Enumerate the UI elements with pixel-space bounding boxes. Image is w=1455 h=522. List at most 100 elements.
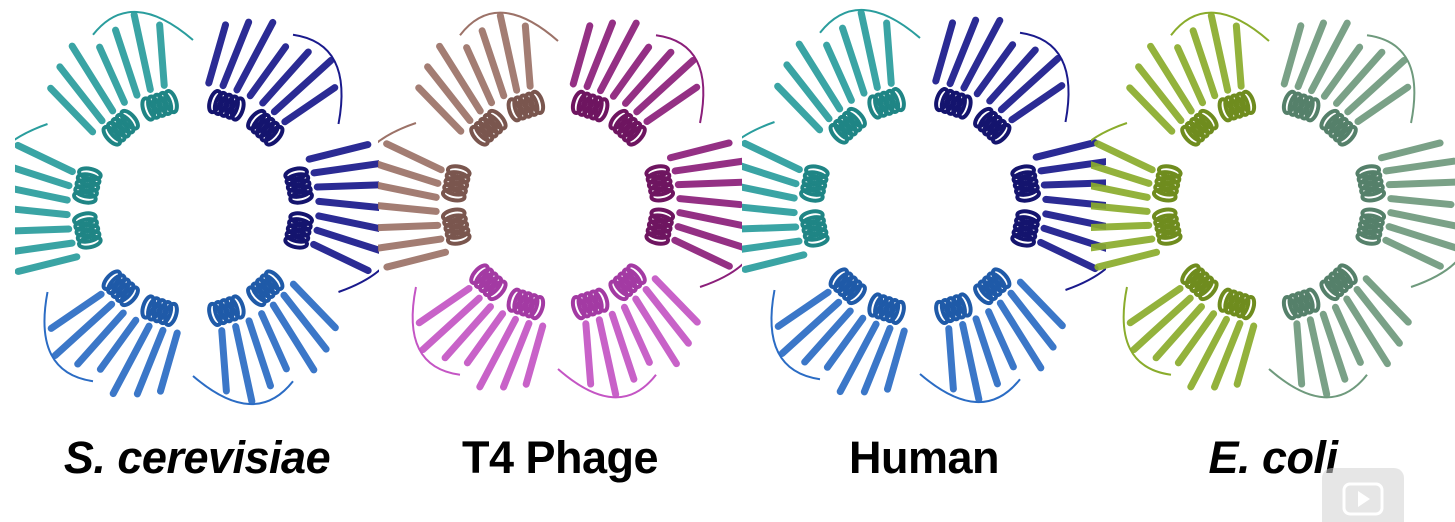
beta-strand	[742, 223, 800, 233]
loop	[459, 11, 559, 42]
beta-strand	[972, 315, 1001, 388]
beta-strand	[1016, 278, 1066, 330]
loop	[1091, 122, 1128, 142]
beta-strand	[671, 236, 733, 270]
alpha-helix	[644, 207, 676, 246]
beta-strand	[47, 290, 105, 332]
alpha-helix	[934, 87, 973, 120]
beta-strand	[883, 327, 908, 393]
alpha-helix	[570, 287, 610, 321]
beta-strand	[1091, 182, 1151, 201]
beta-strand	[801, 307, 854, 366]
protein-ring-structure	[1091, 11, 1455, 399]
beta-strand	[96, 316, 140, 373]
beta-strand	[676, 209, 742, 229]
beta-strand	[246, 43, 290, 100]
loop	[15, 123, 48, 141]
beta-strand	[130, 11, 154, 93]
beta-strand	[1233, 322, 1258, 388]
beta-strand	[269, 301, 318, 374]
beta-strand	[1152, 303, 1205, 362]
beta-strand	[112, 26, 141, 99]
alpha-helix	[867, 292, 906, 325]
beta-strand	[671, 157, 742, 175]
clamp-domain	[378, 122, 472, 271]
panel-label: S. cerevisiae	[63, 432, 331, 483]
beta-strand	[1382, 157, 1455, 175]
beta-strand	[595, 316, 620, 398]
beta-strand	[674, 178, 742, 189]
beta-strand	[1344, 56, 1408, 116]
alpha-helix	[799, 164, 830, 203]
alpha-helix	[1180, 263, 1219, 302]
alpha-helix	[72, 211, 103, 250]
loop	[819, 8, 921, 39]
beta-strand	[632, 295, 680, 368]
beta-strand	[289, 280, 339, 332]
beta-strand	[1385, 178, 1455, 189]
alpha-helix	[1319, 263, 1358, 302]
beta-strand	[778, 298, 843, 358]
loop	[1122, 286, 1172, 376]
beta-strand	[985, 308, 1017, 371]
beta-strand	[1280, 22, 1305, 88]
alpha-helix	[140, 294, 179, 327]
beta-strand	[109, 322, 153, 398]
loop	[655, 34, 705, 124]
beta-strand	[1319, 310, 1349, 383]
beta-strand	[1147, 42, 1195, 115]
beta-strand	[156, 21, 168, 89]
alpha-helix	[644, 164, 676, 203]
beta-strand	[310, 240, 372, 275]
beta-strand	[742, 139, 803, 174]
beta-strand	[1187, 315, 1230, 391]
beta-strand	[959, 321, 983, 403]
alpha-helix	[608, 108, 647, 147]
beta-strand	[1126, 285, 1184, 327]
beta-strand	[597, 19, 640, 95]
beta-strand	[378, 235, 445, 252]
beta-strand	[1126, 84, 1176, 135]
alpha-helix	[973, 267, 1012, 306]
alpha-helix	[207, 89, 246, 122]
beta-strand	[674, 223, 742, 251]
alpha-helix	[440, 164, 472, 203]
beta-strand	[823, 314, 867, 371]
beta-strand	[15, 253, 81, 275]
clamp-domain	[415, 11, 559, 147]
alpha-helix	[440, 207, 472, 246]
beta-strand	[932, 19, 957, 85]
beta-strand	[270, 56, 335, 116]
beta-strand	[1130, 294, 1194, 354]
beta-strand	[415, 285, 473, 327]
clamp-domain	[411, 263, 547, 391]
beta-strand	[424, 63, 474, 125]
alpha-helix	[608, 263, 647, 302]
beta-strand	[569, 22, 594, 88]
loop	[1019, 31, 1070, 123]
play-button[interactable]	[1322, 468, 1404, 522]
beta-strand	[742, 183, 798, 202]
beta-strand	[742, 237, 803, 253]
beta-strand	[245, 317, 274, 390]
beta-strand	[436, 42, 484, 115]
beta-strand	[476, 315, 519, 391]
alpha-helix	[799, 209, 830, 248]
beta-strand	[415, 84, 465, 135]
beta-strand	[774, 288, 832, 330]
beta-strand	[836, 320, 880, 396]
beta-strand	[1306, 316, 1331, 398]
loop	[919, 373, 1021, 404]
beta-strand	[608, 310, 638, 383]
beta-strand	[1354, 83, 1412, 125]
alpha-helix	[1319, 108, 1358, 147]
alpha-helix	[140, 89, 179, 122]
panel-e-coli: E. coli	[1091, 0, 1455, 522]
beta-strand	[666, 139, 733, 162]
beta-strand	[1207, 12, 1232, 94]
alpha-helix	[973, 106, 1012, 145]
beta-strand	[1091, 221, 1153, 232]
clamp-domain	[742, 121, 830, 273]
clamp-domain	[47, 10, 194, 147]
